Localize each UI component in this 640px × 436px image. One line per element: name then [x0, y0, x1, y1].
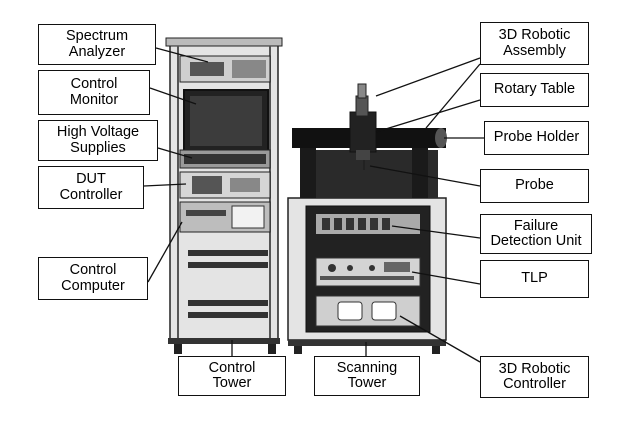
spectrum-analyzer-label: Spectrum Analyzer	[38, 24, 156, 65]
gantry-robotic-assembly	[292, 83, 447, 198]
control-computer-label: Control Computer	[38, 257, 148, 300]
scanning-tower-cabinet	[287, 197, 447, 354]
dut-controller-label: DUT Controller	[38, 166, 144, 209]
rotary-table-label: Rotary Table	[480, 73, 589, 107]
tlp-label: TLP	[480, 260, 589, 298]
control-monitor-label: Control Monitor	[38, 70, 150, 115]
3d-robotic-controller-label: 3D Robotic Controller	[480, 356, 589, 398]
failure-detection-unit-label: Failure Detection Unit	[480, 214, 592, 254]
control-tower-rack	[165, 37, 283, 354]
probe-label: Probe	[480, 169, 589, 203]
probe-holder-label: Probe Holder	[484, 121, 589, 155]
control-tower-label: Control Tower	[178, 356, 286, 396]
leader-lines	[143, 47, 484, 363]
scanning-tower-label: Scanning Tower	[314, 356, 420, 396]
high-voltage-supplies-label: High Voltage Supplies	[38, 120, 158, 161]
3d-robotic-assembly-label: 3D Robotic Assembly	[480, 22, 589, 65]
